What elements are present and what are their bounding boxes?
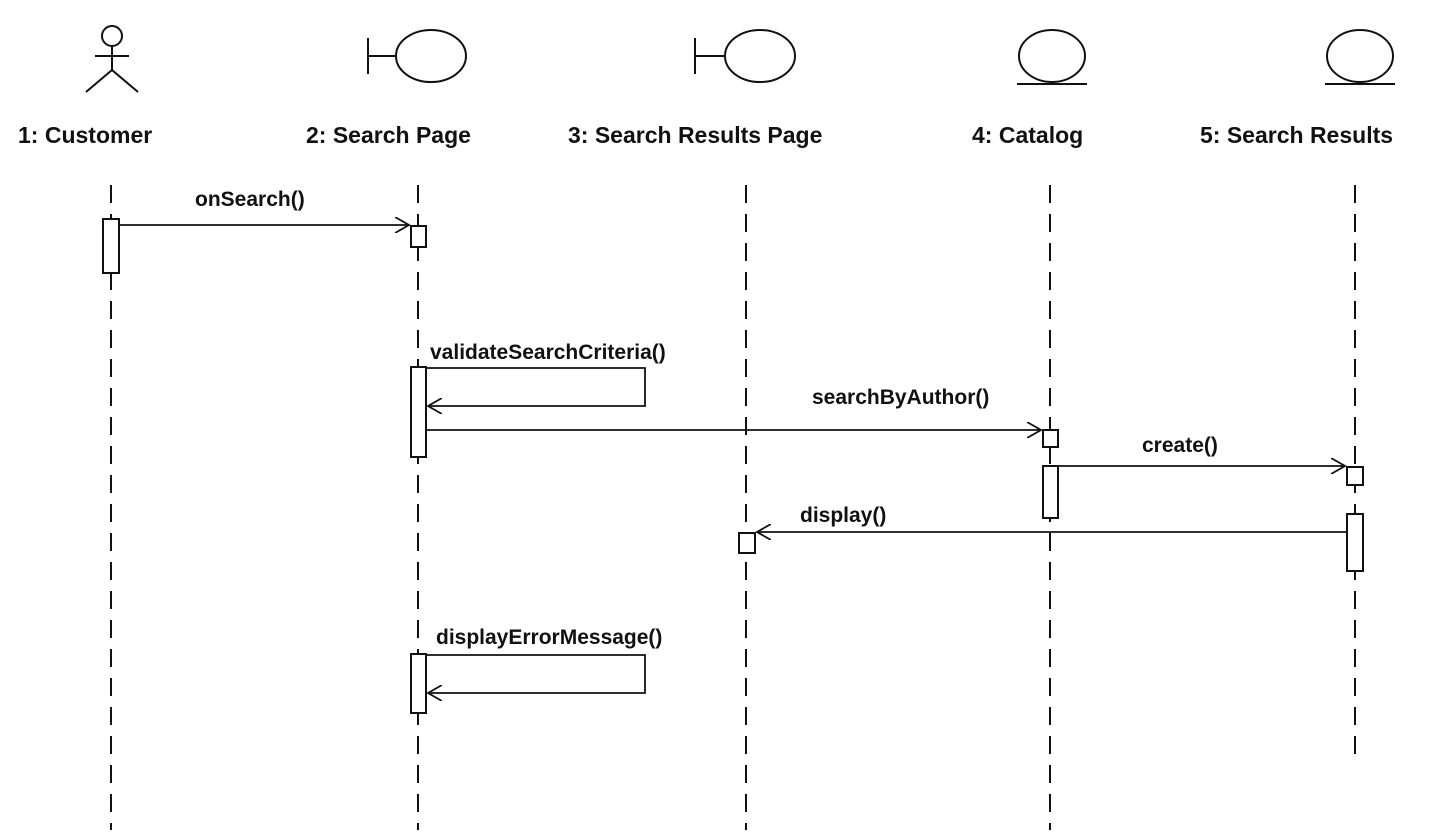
activation-bar [1042, 465, 1059, 519]
participant-label-search-page: 2: Search Page [306, 122, 471, 148]
participant-label-customer: 1: Customer [18, 122, 152, 148]
activation-bar [738, 532, 756, 554]
activation-bar [1042, 429, 1059, 448]
actor-icon [85, 25, 139, 93]
message-label-displayerrormessage: displayErrorMessage() [436, 626, 662, 649]
boundary-icon [694, 29, 796, 83]
message-display: display() [757, 504, 1347, 532]
participant-label-search-results: 5: Search Results [1200, 122, 1393, 148]
message-displayerrormessage: displayErrorMessage() [426, 626, 662, 693]
activation-bar [410, 653, 427, 714]
activation-bar [410, 225, 427, 248]
message-validatesearchcriteria: validateSearchCriteria() [426, 341, 666, 406]
message-create: create() [1058, 434, 1345, 466]
message-label-create: create() [1142, 434, 1218, 457]
message-onsearch: onSearch() [119, 188, 409, 225]
activation-bar [1346, 466, 1364, 486]
participant-label-search-results-page: 3: Search Results Page [568, 122, 822, 148]
entity-icon [1017, 29, 1087, 85]
entity-icon [1325, 29, 1395, 85]
message-label-searchbyauthor: searchByAuthor() [812, 386, 989, 409]
message-searchbyauthor: searchByAuthor() [426, 386, 1041, 430]
participant-label-catalog: 4: Catalog [972, 122, 1083, 148]
message-label-onsearch: onSearch() [195, 188, 305, 211]
activation-bar [102, 218, 120, 274]
activation-bar [410, 366, 427, 458]
message-label-display: display() [800, 504, 886, 527]
boundary-icon [367, 29, 467, 83]
activation-bar [1346, 513, 1364, 572]
message-label-validatesearchcriteria: validateSearchCriteria() [430, 341, 666, 364]
